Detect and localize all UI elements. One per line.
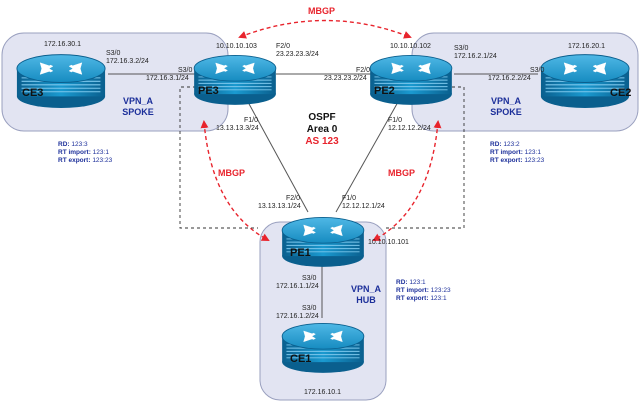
pe2-loopback: 10.10.10.102 <box>390 43 431 50</box>
core-protocol: OSPF <box>308 112 335 123</box>
mbgp-label-right: MBGP <box>388 168 415 178</box>
vrf-left-rd: RD: 123:3 <box>58 141 88 148</box>
site-hub-vpn: VPN_A <box>351 284 382 294</box>
ce2-s30-if: S3/0 <box>530 67 545 74</box>
pe1-f10-if: F1/0 <box>342 195 356 202</box>
pe3-f20-ip: 23.23.23.3/24 <box>276 51 319 58</box>
ce1-s30-if: S3/0 <box>302 305 317 312</box>
router-pe1-label: PE1 <box>290 247 311 259</box>
pe1-s30-if: S3/0 <box>302 275 317 282</box>
pe2-f10-ip: 12.12.12.2/24 <box>388 125 431 132</box>
vrf-right-export: RT export: 123:23 <box>490 157 545 164</box>
site-right-role: SPOKE <box>490 107 522 117</box>
pe3-loopback: 10.10.10.103 <box>216 43 257 50</box>
vrf-left-import: RT import: 123:1 <box>58 149 109 156</box>
pe3-s30-if: S3/0 <box>178 67 193 74</box>
core-as: AS 123 <box>305 136 339 147</box>
pe3-f20-if: F2/0 <box>276 43 290 50</box>
vrf-hub-import: RT import: 123:23 <box>396 287 451 294</box>
pe1-s30-ip: 172.16.1.1/24 <box>276 283 319 290</box>
site-right-vpn: VPN_A <box>491 96 522 106</box>
ce3-loopback: 172.16.30.1 <box>44 41 81 48</box>
router-pe2-label: PE2 <box>374 85 395 97</box>
ce3-s30-ip: 172.16.3.2/24 <box>106 58 149 65</box>
pe3-s30-ip: 172.16.3.1/24 <box>146 75 189 82</box>
pe1-loopback: 10.10.10.101 <box>368 239 409 246</box>
mbgp-session-pe3-pe2 <box>238 19 412 39</box>
vrf-right-rd: RD: 123:2 <box>490 141 520 148</box>
pe1-f10-ip: 12.12.12.1/24 <box>342 203 385 210</box>
router-pe3-icon[interactable] <box>193 54 277 106</box>
mbgp-label-top: MBGP <box>308 6 335 16</box>
pe2-f20-if: F2/0 <box>356 67 370 74</box>
ce2-s30-ip: 172.16.2.2/24 <box>488 75 531 82</box>
mbgp-session-pe2-pe1 <box>372 120 442 241</box>
pe2-s30-ip: 172.16.2.1/24 <box>454 53 497 60</box>
site-hub-role: HUB <box>356 295 376 305</box>
ce1-loopback: 172.16.10.1 <box>304 389 341 396</box>
pe2-f20-ip: 23.23.23.2/24 <box>324 75 367 82</box>
pe2-s30-if: S3/0 <box>454 45 469 52</box>
router-pe3-label: PE3 <box>198 85 219 97</box>
ce2-loopback: 172.16.20.1 <box>568 43 605 50</box>
ce1-s30-ip: 172.16.1.2/24 <box>276 313 319 320</box>
vrf-right-import: RT import: 123:1 <box>490 149 541 156</box>
router-ce1-icon[interactable] <box>281 322 365 374</box>
mbgp-session-pe3-pe1 <box>200 120 270 241</box>
router-ce2-icon[interactable] <box>540 54 630 108</box>
pe2-f10-if: F1/0 <box>388 117 402 124</box>
mbgp-label-left: MBGP <box>218 168 245 178</box>
router-ce3-label: CE3 <box>22 87 43 99</box>
vrf-hub-export: RT export: 123:1 <box>396 295 447 302</box>
pe3-f10-if: F1/0 <box>244 117 258 124</box>
pe1-f20-ip: 13.13.13.1/24 <box>258 203 301 210</box>
router-ce2-label: CE2 <box>610 87 631 99</box>
core-area: Area 0 <box>307 124 338 135</box>
router-ce3-icon[interactable] <box>16 54 106 108</box>
router-pe1-icon[interactable] <box>281 216 365 268</box>
vrf-hub-rd: RD: 123:1 <box>396 279 426 286</box>
pe3-f10-ip: 13.13.13.3/24 <box>216 125 259 132</box>
router-ce1-label: CE1 <box>290 353 311 365</box>
pe1-f20-if: F2/0 <box>286 195 300 202</box>
ce3-s30-if: S3/0 <box>106 50 121 57</box>
router-pe2-icon[interactable] <box>369 54 453 106</box>
vrf-left-export: RT export: 123:23 <box>58 157 113 164</box>
site-left-vpn: VPN_A <box>123 96 154 106</box>
site-left-role: SPOKE <box>122 107 154 117</box>
